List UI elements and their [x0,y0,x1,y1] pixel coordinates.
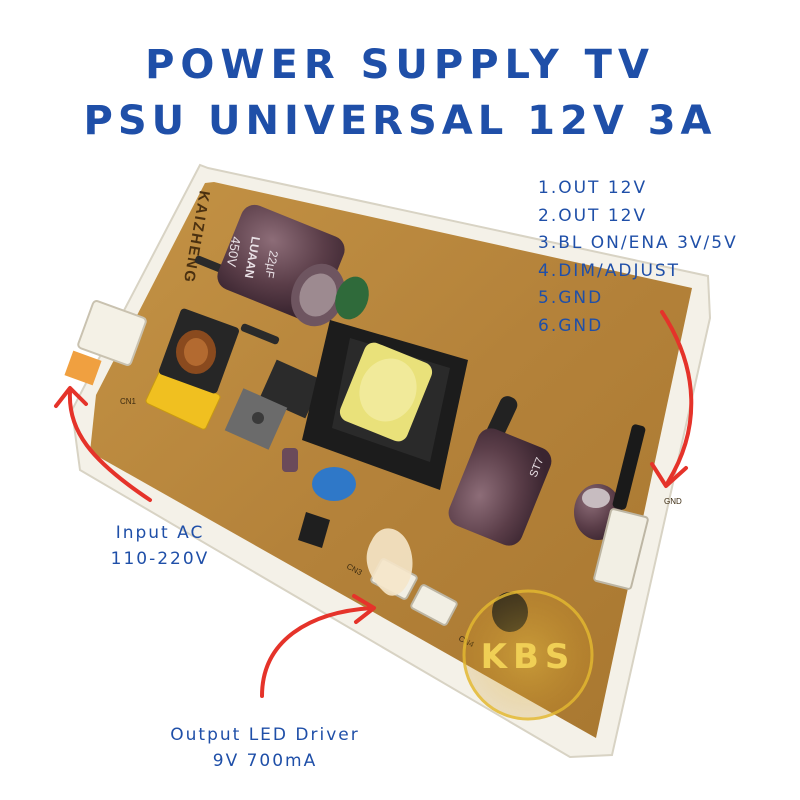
glue-blob [366,528,413,596]
diode-2 [240,323,280,345]
pin-item-1: 1.OUT 12V [538,178,648,198]
input-caption-line-1: Input AC [115,523,205,543]
led-output-connector-2 [410,584,458,626]
mosfet-heatsink [224,359,323,450]
pin-item-4: 4.DIM/ADJUST [538,260,681,281]
heatsink-slot [612,424,646,510]
common-mode-choke [159,308,239,394]
kbs-watermark: KBS [462,589,594,721]
pin-item-2: 2.OUT 12V [538,205,648,226]
output-caption-line-2: 9V 700mA [212,751,318,771]
kbs-watermark-text: KBS [481,637,576,677]
silk-gnd: GND [664,497,682,506]
cap-voltage-label: 450V [224,235,244,268]
green-capacitor [335,276,369,320]
output-connector-6pin [593,508,649,590]
pin-item-5: 5.GND [538,288,604,308]
pin-item-6: 6.GND [538,315,604,336]
ac-input-connector [64,300,147,386]
output-capacitor: ST7 [448,428,552,546]
output-caption-line-1: Output LED Driver [170,725,360,745]
small-capacitor [282,448,298,472]
output-caption: Output LED Driver 9V 700mA [140,722,390,774]
input-caption: Input AC 110-220V [70,520,250,572]
main-transformer [302,320,468,490]
title-line-1: POWER SUPPLY TV [145,42,655,88]
regulator [298,512,330,548]
cap-capacity-label: 22µF [262,249,281,279]
title-line-2: PSU UNIVERSAL 12V 3A [83,98,717,144]
y-capacitor [312,467,356,501]
bulk-capacitor: 450V LUAAN 22µF [217,204,345,327]
silk-cn1: CN1 [120,397,137,406]
input-caption-line-2: 110-220V [110,549,210,569]
pin-item-3: 3.BL ON/ENA 3V/5V [538,233,738,253]
pin-description-list: 1.OUT 12V 2.OUT 12V 3.BL ON/ENA 3V/5V 4.… [538,178,738,343]
